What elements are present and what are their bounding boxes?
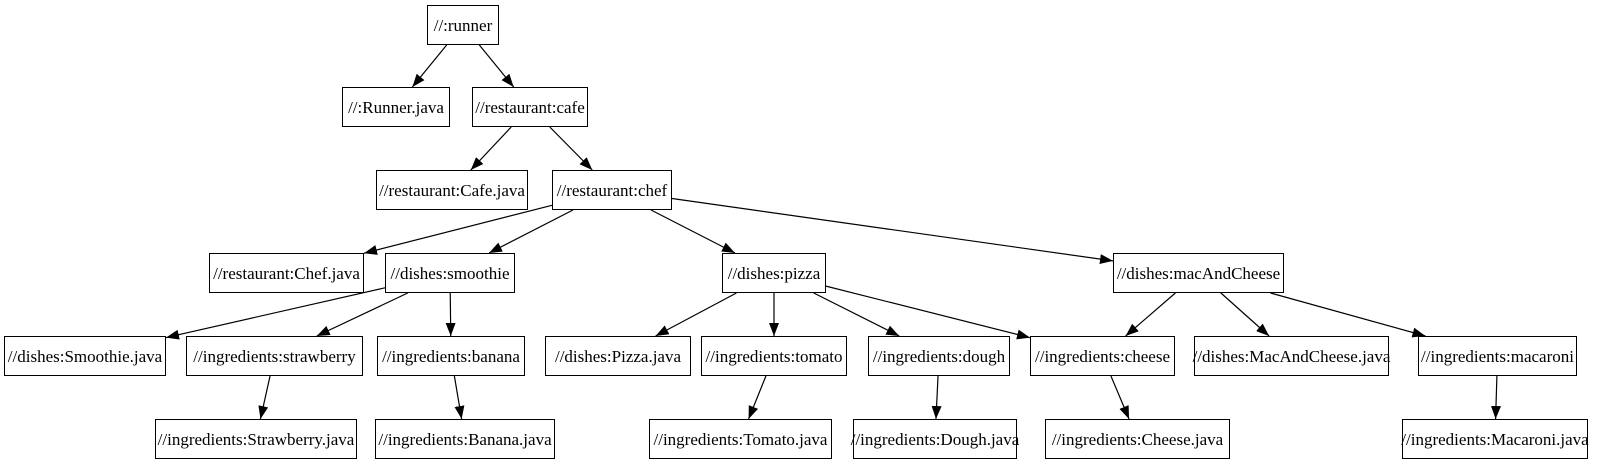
graph-node-smoothie-java: //dishes:Smoothie.java bbox=[4, 336, 166, 376]
graph-node-macandcheese-java: //dishes:MacAndCheese.java bbox=[1193, 336, 1390, 376]
node-label: //dishes:MacAndCheese.java bbox=[1192, 346, 1391, 366]
edge-macandcheese-cheese bbox=[1125, 292, 1176, 337]
node-label: //ingredients:Dough.java bbox=[850, 429, 1020, 449]
edge-pizza-pizza-java bbox=[655, 292, 737, 337]
edge-chef-chef-java bbox=[363, 204, 553, 255]
edge-smoothie-smoothie-java bbox=[165, 287, 386, 340]
node-label: //ingredients:cheese bbox=[1035, 346, 1171, 366]
graph-node-cafe: //restaurant:cafe bbox=[472, 87, 588, 127]
node-label: //restaurant:Cafe.java bbox=[379, 180, 525, 200]
node-label: //dishes:Pizza.java bbox=[554, 346, 682, 366]
node-label: //ingredients:macaroni bbox=[1421, 346, 1574, 366]
node-label: //ingredients:Strawberry.java bbox=[157, 429, 355, 449]
edge-chef-pizza bbox=[650, 209, 736, 254]
graph-node-tomato-java: //ingredients:Tomato.java bbox=[649, 419, 832, 459]
edge-chef-smoothie bbox=[488, 209, 574, 254]
graph-node-smoothie: //dishes:smoothie bbox=[385, 253, 515, 293]
graph-node-macaroni: //ingredients:macaroni bbox=[1418, 336, 1577, 376]
edge-cafe-chef bbox=[549, 126, 593, 171]
edge-macaroni-macaroni-java bbox=[1490, 375, 1501, 420]
node-label: //restaurant:chef bbox=[556, 180, 668, 200]
node-label: //ingredients:banana bbox=[382, 346, 520, 366]
node-label: //ingredients:Banana.java bbox=[378, 429, 552, 449]
edge-pizza-dough bbox=[813, 292, 900, 337]
node-label: //dishes:pizza bbox=[727, 263, 821, 283]
graph-node-chef-java: //restaurant:Chef.java bbox=[209, 253, 364, 293]
graph-node-runner-java: //:Runner.java bbox=[342, 87, 450, 127]
edge-smoothie-strawberry bbox=[316, 292, 408, 337]
node-label: //:runner bbox=[433, 15, 493, 35]
graph-node-cheese: //ingredients:cheese bbox=[1030, 336, 1175, 376]
edge-pizza-cheese bbox=[825, 285, 1031, 340]
graph-node-strawberry-java: //ingredients:Strawberry.java bbox=[155, 419, 357, 459]
graph-node-cafe-java: //restaurant:Cafe.java bbox=[376, 170, 528, 210]
graph-node-cheese-java: //ingredients:Cheese.java bbox=[1045, 419, 1230, 459]
graph-node-banana-java: //ingredients:Banana.java bbox=[375, 419, 555, 459]
edge-strawberry-strawberry-java bbox=[258, 375, 271, 420]
edge-runner-runner-java bbox=[411, 44, 448, 88]
node-label: //ingredients:Cheese.java bbox=[1051, 429, 1224, 449]
node-label: //ingredients:Macaroni.java bbox=[1401, 429, 1589, 449]
graph-node-macandcheese: //dishes:macAndCheese bbox=[1113, 253, 1284, 293]
graph-node-runner: //:runner bbox=[427, 5, 499, 45]
edge-tomato-tomato-java bbox=[748, 375, 767, 420]
node-label: //:Runner.java bbox=[348, 97, 444, 117]
graph-node-tomato: //ingredients:tomato bbox=[701, 336, 847, 376]
edge-runner-cafe bbox=[478, 44, 515, 88]
edge-smoothie-banana bbox=[445, 292, 456, 337]
edge-chef-macandcheese bbox=[671, 197, 1114, 265]
node-label: //restaurant:cafe bbox=[475, 97, 585, 117]
node-label: //dishes:Smoothie.java bbox=[7, 346, 163, 366]
edge-dough-dough-java bbox=[931, 375, 942, 420]
edge-banana-banana-java bbox=[453, 375, 465, 420]
graph-node-banana: //ingredients:banana bbox=[377, 336, 525, 376]
node-label: //ingredients:dough bbox=[872, 346, 1006, 366]
edge-macandcheese-macaroni bbox=[1270, 292, 1426, 338]
graph-node-dough: //ingredients:dough bbox=[868, 336, 1010, 376]
node-label: //ingredients:strawberry bbox=[193, 346, 356, 366]
graph-node-strawberry: //ingredients:strawberry bbox=[186, 336, 363, 376]
graph-node-pizza-java: //dishes:Pizza.java bbox=[545, 336, 691, 376]
node-label: //restaurant:Chef.java bbox=[213, 263, 360, 283]
graph-node-pizza: //dishes:pizza bbox=[722, 253, 826, 293]
node-label: //ingredients:tomato bbox=[705, 346, 843, 366]
graph-node-dough-java: //ingredients:Dough.java bbox=[851, 419, 1019, 459]
graph-node-chef: //restaurant:chef bbox=[552, 170, 672, 210]
node-label: //ingredients:Tomato.java bbox=[653, 429, 828, 449]
edge-cheese-cheese-java bbox=[1110, 375, 1130, 420]
edge-cafe-cafe-java bbox=[470, 126, 512, 171]
graph-node-macaroni-java: //ingredients:Macaroni.java bbox=[1401, 419, 1589, 459]
edge-macandcheese-macandcheese-java bbox=[1220, 292, 1270, 337]
node-label: //dishes:macAndCheese bbox=[1116, 263, 1281, 283]
node-label: //dishes:smoothie bbox=[390, 263, 510, 283]
